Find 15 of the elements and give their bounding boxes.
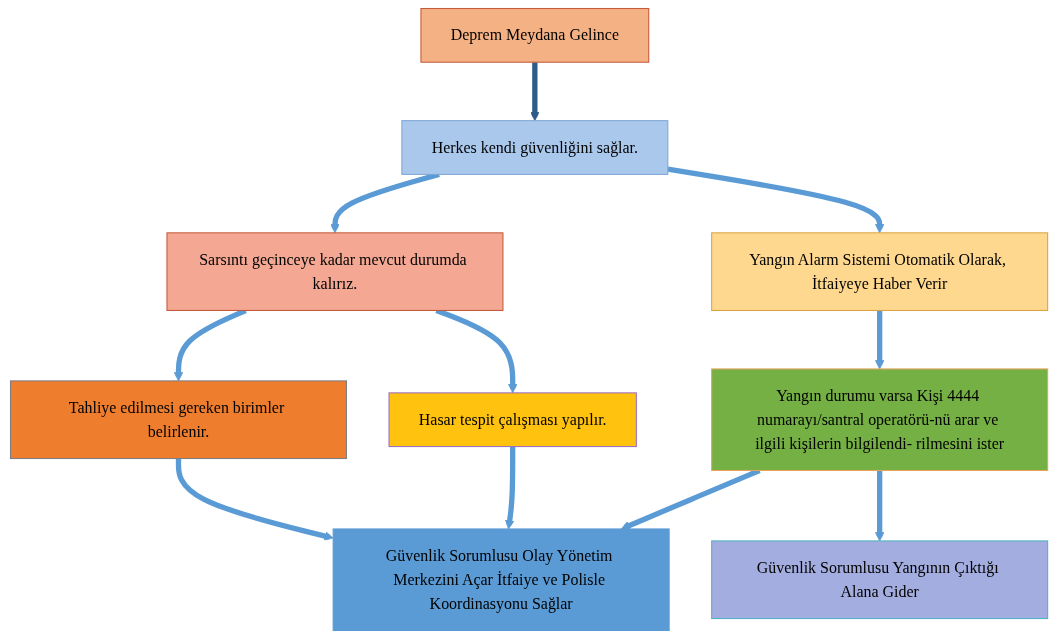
node-box: Yangın durumu varsa Kişi 4444 numarayı/santral operatörü-nü arar ve ilgili kişilerin bilgilendi- rilmesini ister xyxy=(711,368,1049,471)
node-box: Güvenlik Sorumlusu Olay Yönetim Merkezini Açar İtfaiye ve Polisle Koordinasyonu Sağlar xyxy=(333,528,671,631)
arrow xyxy=(505,446,516,530)
node-box: Hasar tespit çalışması yapılır. xyxy=(388,392,638,448)
node-box: Deprem Meydana Gelince xyxy=(420,7,650,63)
node-box: Güvenlik Sorumlusu Yangının Çıktığı Alana Gider xyxy=(711,540,1049,620)
node-box: Tahliye edilmesi gereken birimler belirlenir. xyxy=(10,380,348,460)
arrow xyxy=(530,62,540,122)
arrow xyxy=(176,458,334,541)
arrow xyxy=(875,310,885,370)
arrow xyxy=(875,470,885,542)
node-box: Herkes kendi güvenliğini sağlar. xyxy=(401,120,669,175)
arrow xyxy=(667,166,885,234)
node-box: Yangın Alarm Sistemi Otomatik Olarak, İtfaiyeye Haber Verir xyxy=(711,232,1049,311)
node-box: Sarsıntı geçinceye kadar mevcut durumda kalırız. xyxy=(166,232,504,311)
